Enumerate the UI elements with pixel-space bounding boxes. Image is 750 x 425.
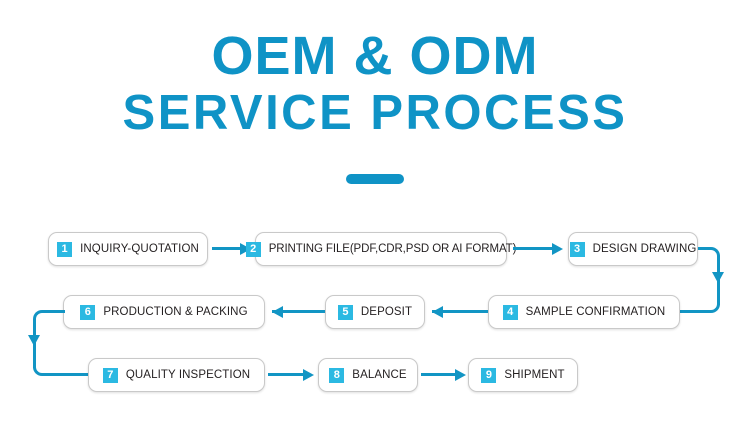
- flow-step-label-4: SAMPLE CONFIRMATION: [525, 306, 666, 318]
- step-number-badge-2: 2: [245, 241, 261, 257]
- step-number-badge-7: 7: [102, 367, 118, 383]
- step-number-badge-5: 5: [337, 304, 353, 320]
- flow-step-label-8: BALANCE: [352, 369, 407, 381]
- arrowhead-2-to-3: [552, 243, 563, 255]
- connector-into-step-4: [678, 310, 710, 313]
- step-number-badge-9: 9: [481, 367, 497, 383]
- step-number-badge-4: 4: [502, 304, 518, 320]
- flow-step-label-2: PRINTING FILE(PDF,CDR,PSD OR AI FORMAT): [268, 243, 517, 255]
- flow-step-7[interactable]: 7 QUALITY INSPECTION: [88, 358, 265, 392]
- arrowhead-1-to-2: [240, 243, 251, 255]
- step-number-badge-6: 6: [80, 304, 96, 320]
- flow-step-2[interactable]: 2 PRINTING FILE(PDF,CDR,PSD OR AI FORMAT…: [245, 232, 516, 266]
- connector-into-step-7: [45, 373, 90, 376]
- connector-5-to-6: [272, 310, 325, 313]
- title-block: OEM & ODM SERVICE PROCESS: [0, 26, 750, 140]
- connector-7-to-8: [268, 373, 310, 376]
- flow-step-4[interactable]: 4 SAMPLE CONFIRMATION: [488, 295, 680, 329]
- arrowhead-7-to-8: [303, 369, 314, 381]
- arrowhead-4-to-5: [432, 306, 443, 318]
- page-title-secondary: SERVICE PROCESS: [122, 86, 628, 140]
- connector-elbow-top-right: [706, 247, 720, 261]
- connector-6-left-stub: [45, 310, 65, 313]
- flow-step-5[interactable]: 5 DEPOSIT: [325, 295, 425, 329]
- title-divider-rule: [346, 174, 404, 184]
- flow-step-8[interactable]: 8 BALANCE: [318, 358, 418, 392]
- flow-step-3[interactable]: 3 DESIGN DRAWING: [568, 232, 698, 266]
- connector-4-to-5: [432, 310, 488, 313]
- flow-step-label-1: INQUIRY-QUOTATION: [80, 243, 199, 255]
- flow-step-label-6: PRODUCTION & PACKING: [103, 306, 248, 318]
- flow-step-label-5: DEPOSIT: [360, 306, 413, 318]
- connector-elbow-bottom-right: [706, 299, 720, 313]
- step-number-badge-1: 1: [57, 241, 73, 257]
- step-number-badge-8: 8: [329, 367, 345, 383]
- connector-3-right-stub: [698, 247, 710, 250]
- arrowhead-5-to-6: [272, 306, 283, 318]
- connector-1-to-2: [212, 247, 246, 250]
- flow-step-label-9: SHIPMENT: [504, 369, 565, 381]
- arrowhead-right-wrap: [712, 272, 724, 283]
- flow-step-9[interactable]: 9 SHIPMENT: [468, 358, 578, 392]
- arrowhead-8-to-9: [455, 369, 466, 381]
- flow-step-6[interactable]: 6 PRODUCTION & PACKING: [63, 295, 265, 329]
- connector-elbow-bottom-left: [33, 362, 47, 376]
- page-title-primary: OEM & ODM: [211, 26, 539, 86]
- flow-step-1[interactable]: 1 INQUIRY-QUOTATION: [48, 232, 208, 266]
- connector-8-to-9: [421, 373, 461, 376]
- connector-elbow-top-left: [33, 310, 47, 324]
- flow-step-label-7: QUALITY INSPECTION: [125, 369, 251, 381]
- connector-2-to-3: [513, 247, 558, 250]
- flow-step-label-3: DESIGN DRAWING: [592, 243, 697, 255]
- step-number-badge-3: 3: [569, 241, 585, 257]
- arrowhead-left-wrap: [28, 335, 40, 346]
